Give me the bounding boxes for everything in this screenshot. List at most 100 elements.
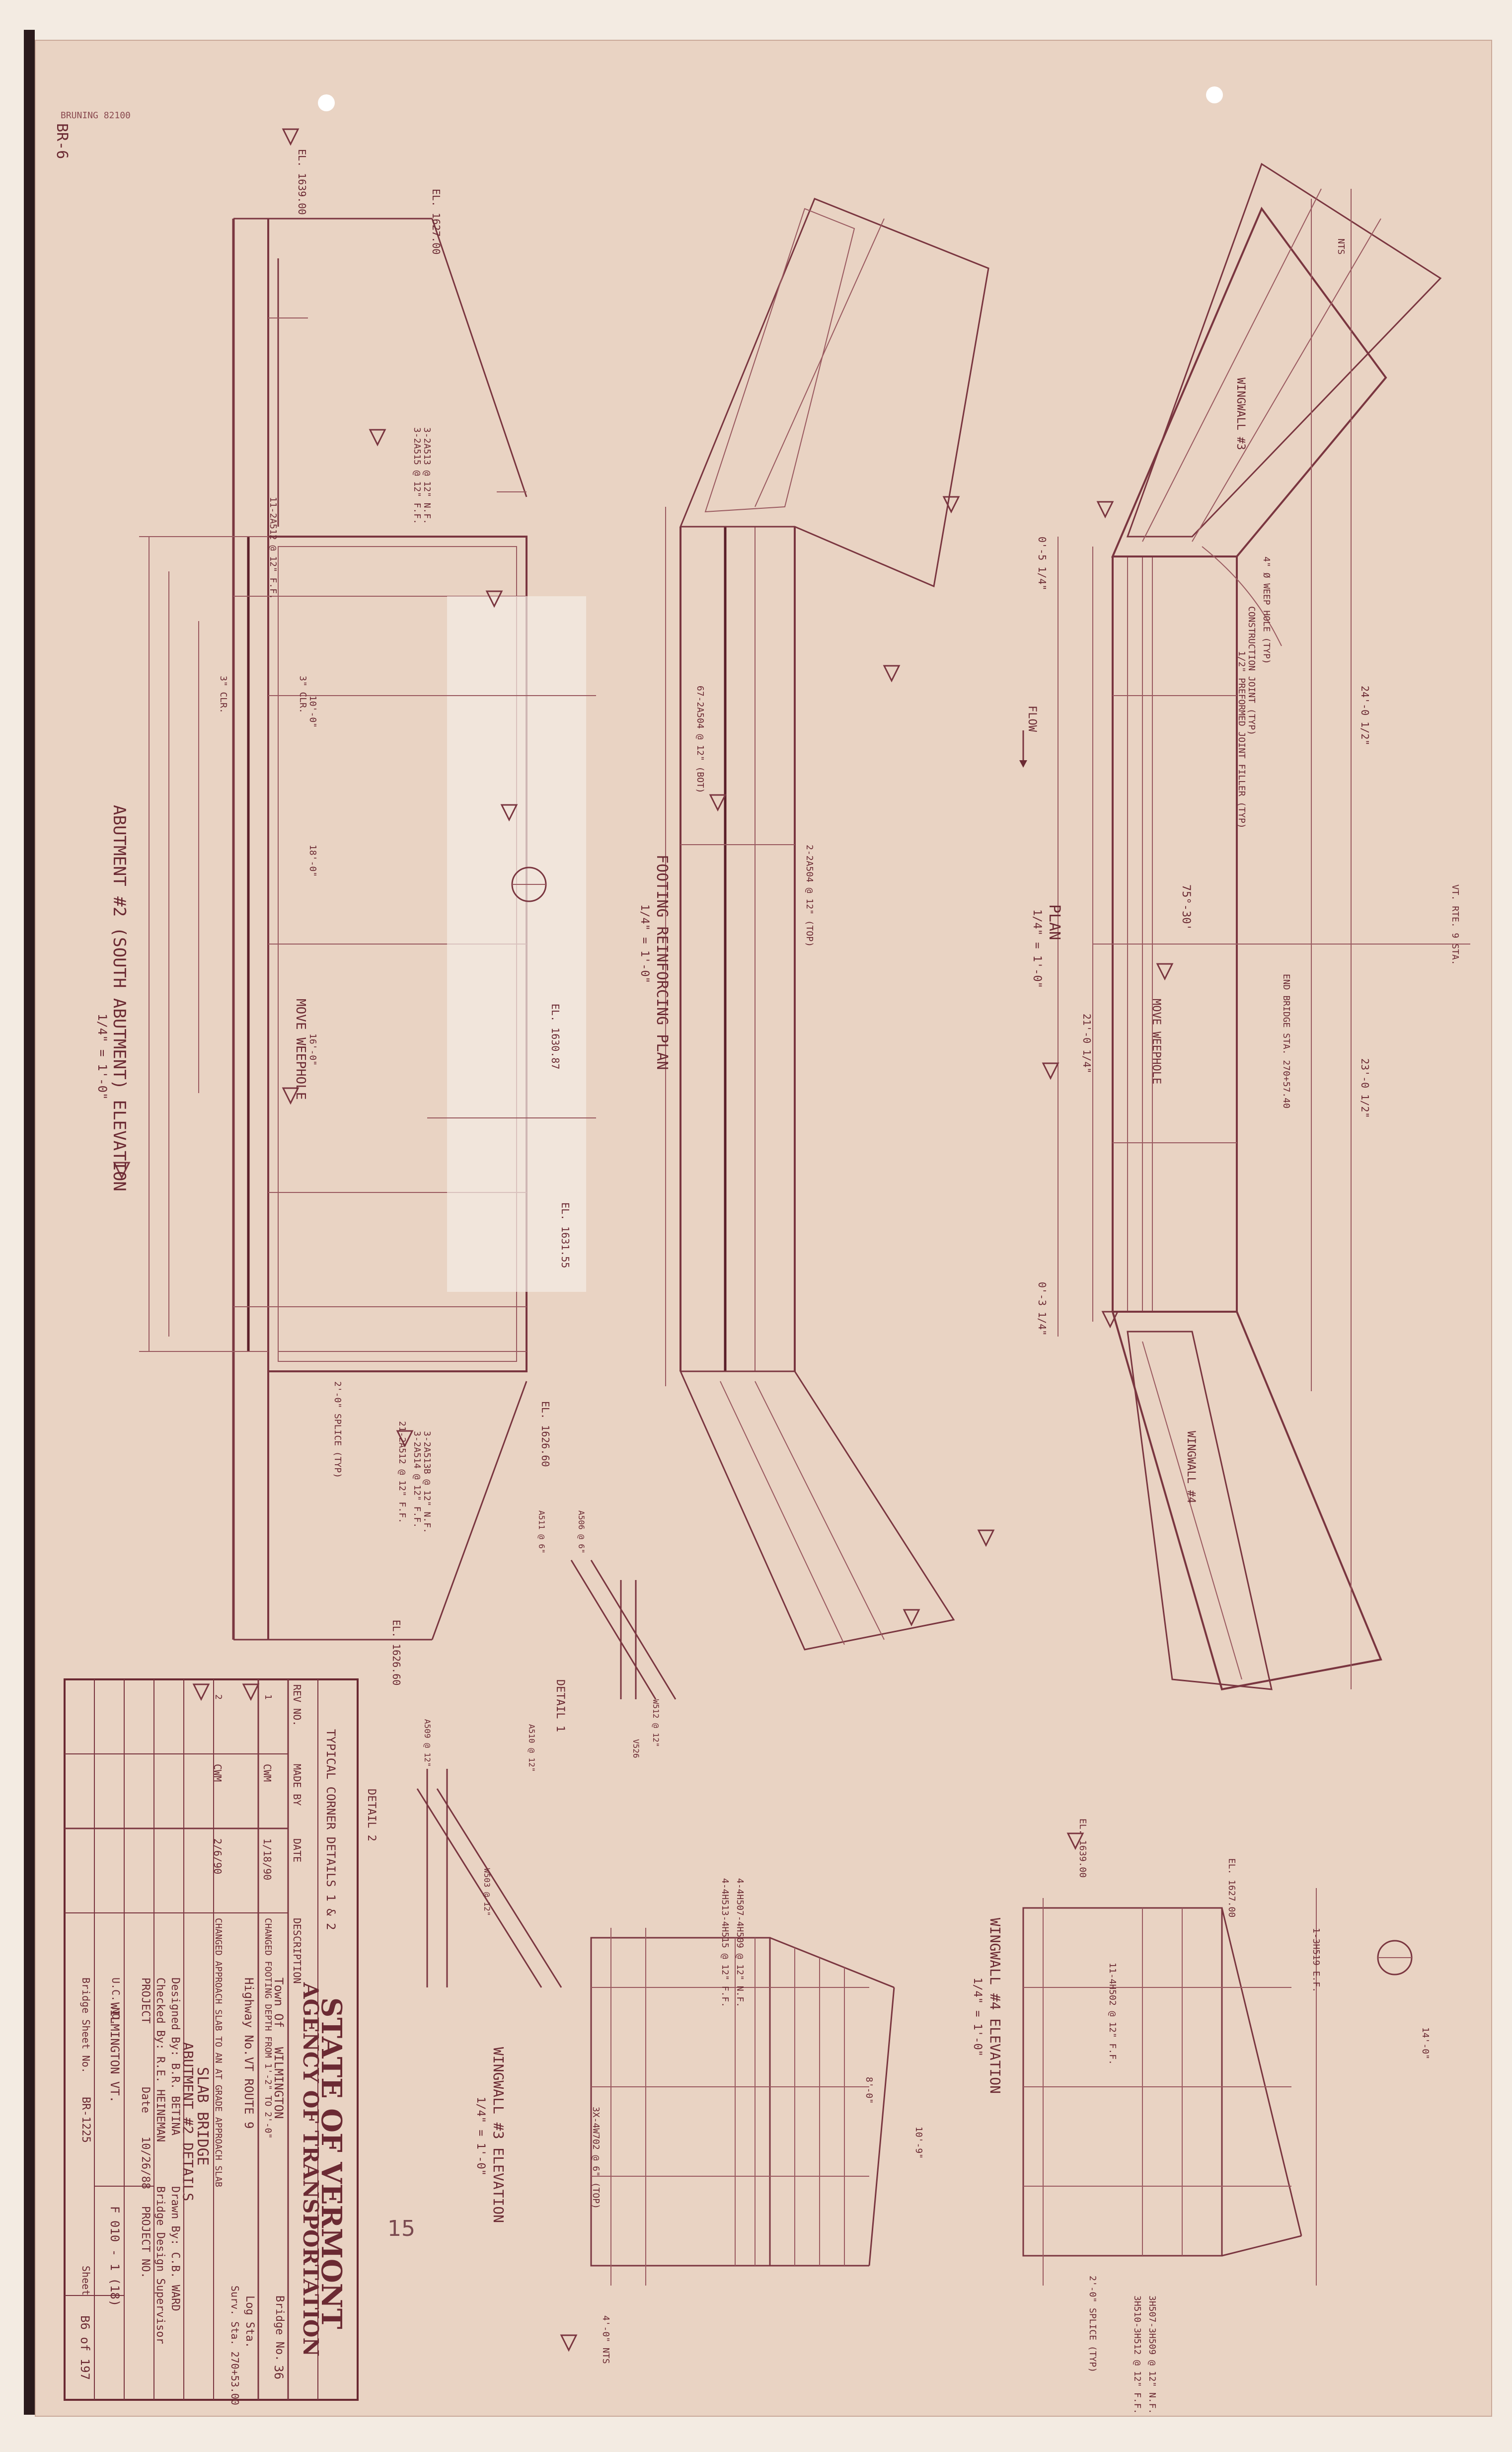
view-title-plan: PLAN — [1046, 904, 1063, 941]
bridge-sheet-no: BR-1225 — [79, 2097, 92, 2143]
view-title-elevation: ABUTMENT #2 (SOUTH ABUTMENT) ELEVATION — [109, 805, 129, 1191]
ww4-splice: 2'-0" SPLICE (TYP) — [1087, 2276, 1098, 2373]
punch-hole-right — [1206, 86, 1223, 103]
bridge-sheet-label: Bridge Sheet No. — [80, 1977, 92, 2073]
corner-bar-6: V526 — [631, 1739, 641, 1758]
end-bridge-station: END BRIDGE STA. 270+57.40 — [1281, 974, 1291, 1108]
wingwall3-elevation — [560, 1928, 895, 2352]
rev2-by: CWM — [212, 1764, 224, 1782]
project-label: PROJECT — [139, 1977, 151, 2024]
rev-header-desc: DESCRIPTION — [291, 1918, 303, 1984]
project-no-label: PROJECT NO. — [139, 2206, 151, 2279]
ww3-top-bars: 4-4H507-4H509 @ 12" N.F. — [735, 1878, 745, 2008]
structure-type: SLAB BRIDGE — [194, 2067, 211, 2166]
el-1626: EL. 1626.60 — [539, 1401, 551, 1467]
ww3-dim-2: 8'-0" — [864, 2077, 874, 2104]
bars-note-4: 3-2A514 @ 12" F.F. — [412, 1431, 422, 1528]
ww3-nts: 4'-0" NTS — [601, 2315, 611, 2364]
rev-header-date: DATE — [291, 1838, 303, 1863]
sheet-label: Sheet — [80, 2266, 92, 2296]
rev1-date: 1/18/90 — [261, 1838, 273, 1881]
ww3-bottom-bars: 3X-4W702 @ 6" (TOP) — [591, 2107, 601, 2209]
ww4-dim: 14'-0" — [1420, 2027, 1431, 2060]
el-1627: EL. 1627.00 — [430, 189, 442, 255]
bars-note-6: 21-2A512 @ 12" F.F. — [397, 1421, 407, 1523]
ww3-dim-1: 10'-9" — [913, 2127, 924, 2159]
construction-joint-note: CONSTRUCTION JOINT (TYP) — [1246, 606, 1257, 736]
el-top-left: EL. 1639.00 — [296, 149, 308, 215]
ww4-el-2: EL. 1639.00 — [1077, 1819, 1088, 1878]
wingwall-a-label: WINGWALL #3 — [1234, 378, 1247, 450]
view-title-corner: TYPICAL CORNER DETAILS 1 & 2 — [324, 1729, 338, 1930]
ww4-bars-4: 3H510-3H512 @ 12" F.F. — [1132, 2295, 1142, 2414]
corner-bar-7: W503 @ 12" — [482, 1868, 492, 1916]
view-scale-plan: 1/4" = 1'-0" — [1031, 909, 1043, 988]
bars-note-1: 3-2A513 @ 12" N.F. — [422, 427, 432, 525]
detail1-label: DETAIL 1 — [554, 1679, 566, 1732]
agency-title: AGENCY OF TRANSPORTATION — [299, 1982, 323, 2357]
corner-details — [416, 1560, 677, 1988]
footing-reinforcing-plan — [665, 198, 995, 1651]
ww3-top-bars-2: 4-4H513-4H515 @ 12" F.F. — [720, 1878, 730, 2008]
dim-o3: 0'-3 1/4" — [1036, 1282, 1048, 1336]
plan-view — [1019, 162, 1470, 1691]
rev2-no: 2 — [213, 1694, 224, 1700]
date-value: 10/26/88 — [139, 2136, 151, 2189]
el-1630: EL. 1630.87 — [549, 1004, 561, 1070]
highway-value: VT ROUTE 9 — [242, 2057, 256, 2129]
weep-hole-note: 4" Ø WEEP HOLE (TYP) — [1261, 556, 1272, 664]
view-scale-elevation: 1/4" = 1'-0" — [95, 1014, 109, 1100]
wingwall4-elevation — [1022, 1832, 1413, 2286]
checked-by: Checked By: R.E. HEINEMAN — [154, 1977, 166, 2142]
el-bottom: EL. 1626.60 — [390, 1620, 402, 1686]
designed-by: Designed By: B.R. BETINA — [169, 1977, 181, 2136]
rev-header-no: REV NO. — [291, 1684, 303, 1727]
bars-note-5: 11-2A512 @ 12" F.F. — [268, 497, 278, 599]
view-scale-wingwall3: 1/4" = 1'-0" — [474, 2097, 487, 2176]
clr-3b: 3" CLR. — [298, 676, 308, 713]
dim-16: 16'-0" — [307, 1033, 318, 1066]
route-station: VT. RTE. 9 STA. — [1450, 884, 1460, 965]
splice-note: 2'-0" SPLICE (TYP) — [332, 1381, 343, 1479]
flow-label: FLOW — [1026, 706, 1038, 732]
punch-hole-left — [318, 94, 335, 111]
bruning-mark: BRUNING 82100 — [61, 110, 131, 121]
ww4-bars-3: 3H507-3H509 @ 12" N.F. — [1147, 2295, 1157, 2414]
rev1-by: CWM — [261, 1764, 273, 1782]
town-label: Town Of — [272, 1977, 286, 2028]
rev1-no: 1 — [263, 1694, 273, 1700]
view-scale-footing: 1/4" = 1'-0" — [638, 904, 651, 983]
dim-18: 18'-0" — [307, 845, 318, 877]
footing-bars-bottom: 67-2A504 @ 12" (BOT) — [695, 686, 705, 793]
uc-label: U.C. NO. — [110, 1977, 122, 2026]
nts-label: NTS — [1336, 238, 1346, 255]
corner-bar-1: A506 @ 6" — [577, 1510, 586, 1554]
dim-10: 10'-0" — [307, 696, 318, 728]
sheet-title: ABUTMENT #2 DETAILS — [180, 2042, 196, 2202]
rev1-desc: CHANGED FOOTING DEPTH FROM 1'-2" TO 2'-0… — [263, 1918, 273, 2139]
corner-bar-3: A510 @ 12" — [527, 1724, 536, 1772]
skew-angle: 75°-30' — [1180, 884, 1192, 931]
rev2-date: 2/6/90 — [212, 1838, 224, 1875]
bars-note-2: 3-2A515 @ 12" F.F. — [412, 427, 422, 525]
abutment-elevation-view — [113, 128, 596, 1641]
ww4-bars: 11-4H502 @ 12" F.F. — [1107, 1963, 1118, 2065]
dim-o5: 0'-5 1/4" — [1036, 537, 1048, 591]
view-title-wingwall3: WINGWALL #3 ELEVATION — [490, 2047, 507, 2223]
clr-3: 3" CLR. — [218, 676, 228, 713]
highway-label: Highway No. — [242, 1977, 256, 2057]
dim-21: 21'-0 1/4" — [1081, 1014, 1093, 1074]
corner-bar-4: A509 @ 12" — [423, 1719, 432, 1767]
drawn-by: Drawn By: C.B. WARD — [169, 2186, 181, 2311]
bridge-design-supervisor: Bridge Design Supervisor — [154, 2186, 166, 2344]
ww4-el: EL. 1627.00 — [1226, 1858, 1237, 1918]
title-block-frame — [64, 1678, 359, 2401]
detail2-label: DETAIL 2 — [365, 1789, 378, 1841]
view-title-footing: FOOTING REINFORCING PLAN — [653, 855, 671, 1070]
corner-bar-5: W512 @ 12" — [651, 1699, 661, 1747]
sheet-no: B6 of 197 — [78, 2315, 92, 2380]
wingwall-b-label: WINGWALL #4 — [1185, 1431, 1197, 1503]
page-mark: 15 — [387, 2216, 415, 2241]
